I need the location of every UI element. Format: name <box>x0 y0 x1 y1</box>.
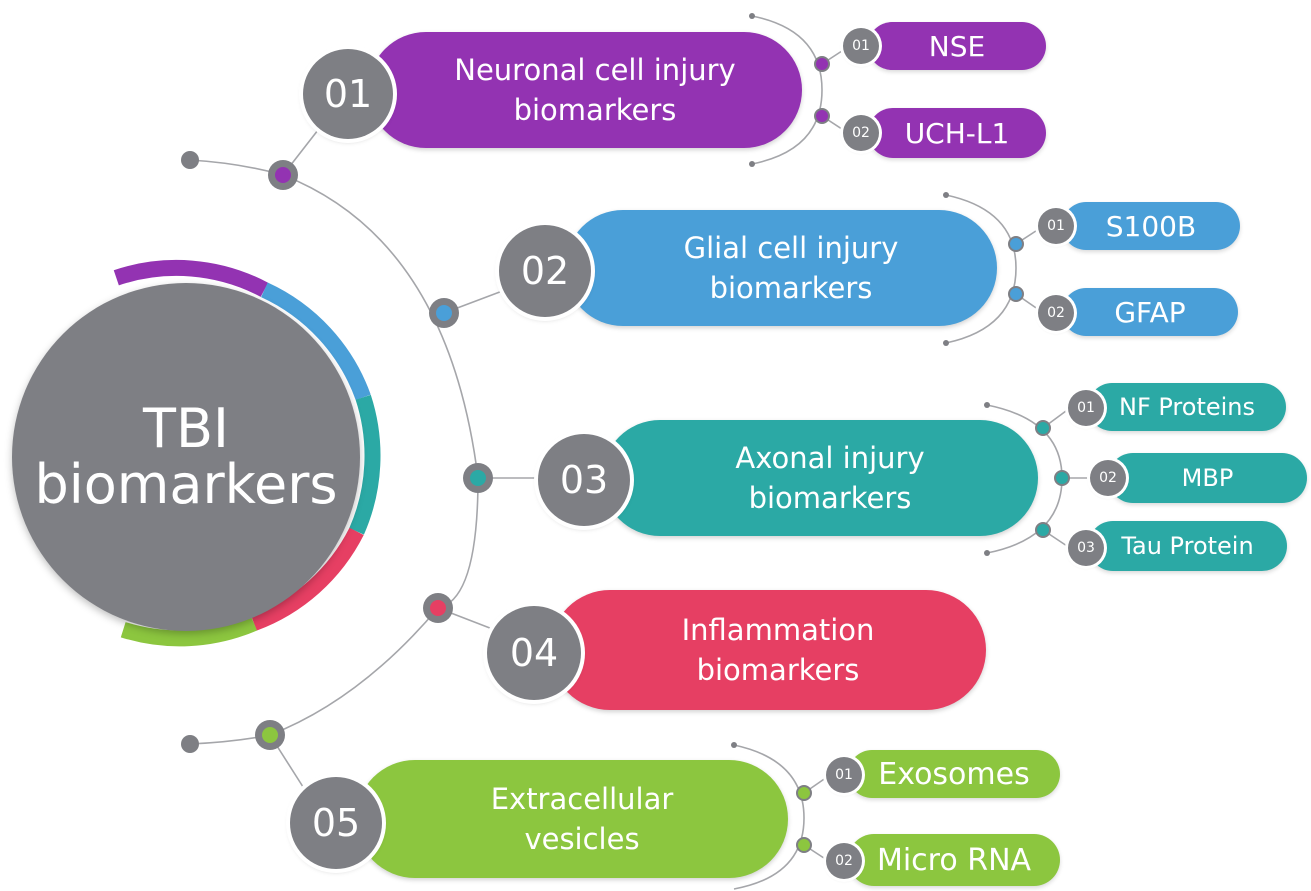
branch-04-number: 04 <box>487 606 581 700</box>
branch-05-item-02-label: Micro RNA <box>876 842 1032 878</box>
branch-03-label: Axonal injury biomarkers <box>735 441 925 515</box>
branch-03-item-01-label: NF Proteins <box>1118 393 1256 421</box>
arc-end-dot-bottom <box>181 735 199 753</box>
branch-01-number: 01 <box>303 49 393 139</box>
arc-nodes <box>255 160 493 750</box>
branch-01-item-01-label: NSE <box>928 29 986 63</box>
branch-05-number: 05 <box>290 777 382 869</box>
branch-02-item-01: S100B <box>1062 202 1240 250</box>
branch-01-item-02-label: UCH-L1 <box>904 116 1010 150</box>
arc-end-dot-top <box>181 151 199 169</box>
ring-segment-purple <box>113 259 269 297</box>
branch-02-label: Glial cell injury biomarkers <box>683 231 899 305</box>
sub-connector-nodes <box>796 56 1070 853</box>
branch-04-pill: Inflammation biomarkers <box>550 590 986 710</box>
branch-01-item-01-number: 01 <box>843 28 879 64</box>
branch-05-item-01: Exosomes <box>848 750 1060 798</box>
branch-02-item-01-number: 01 <box>1038 208 1074 244</box>
branch-03-item-01: NF Proteins <box>1088 383 1286 431</box>
branch-01-item-02: UCH-L1 <box>868 108 1046 158</box>
branch-02-item-02-label: GFAP <box>1114 295 1186 329</box>
branch-03-item-02-number: 02 <box>1090 460 1126 496</box>
center-circle: TBI biomarkers <box>12 283 360 631</box>
center-title-line1: TBI <box>143 397 229 460</box>
branch-03-item-03-number: 03 <box>1068 530 1104 566</box>
branch-02-pill: Glial cell injury biomarkers <box>565 210 997 326</box>
branch-03-item-02-label: MBP <box>1181 464 1234 492</box>
branch-05-item-02-number: 02 <box>826 843 862 879</box>
branch-02-number: 02 <box>499 225 591 317</box>
branch-03-item-02: MBP <box>1108 453 1307 503</box>
center-ring <box>113 259 381 647</box>
branch-01-item-01: NSE <box>868 22 1046 70</box>
branch-05-item-01-number: 01 <box>826 757 862 793</box>
branch-05-label: Extracellular vesicles <box>490 782 674 856</box>
branch-01-pill: Neuronal cell injury biomarkers <box>368 32 802 148</box>
branch-01-item-02-number: 02 <box>843 115 879 151</box>
ring-segment-red <box>251 527 364 631</box>
ring-segment-teal <box>349 394 381 535</box>
ring-segment-blue <box>261 282 371 401</box>
branch-03-pill: Axonal injury biomarkers <box>602 420 1038 536</box>
branch-05-item-01-label: Exosomes <box>878 756 1030 792</box>
sub-connector-ends <box>731 13 990 748</box>
branch-05-item-02: Micro RNA <box>848 834 1060 886</box>
branch-03-item-01-number: 01 <box>1068 390 1104 426</box>
branch-05-pill: Extracellular vesicles <box>356 760 788 878</box>
branch-02-item-02: GFAP <box>1062 288 1238 336</box>
branch-03-item-03-label: Tau Protein <box>1121 532 1254 560</box>
branch-02-item-02-number: 02 <box>1038 295 1074 331</box>
ring-segment-green <box>120 615 258 647</box>
branch-04-label: Inflammation biomarkers <box>681 613 875 687</box>
branch-03-item-03: Tau Protein <box>1088 521 1287 571</box>
branch-02-item-01-label: S100B <box>1105 209 1197 243</box>
branch-03-number: 03 <box>538 434 630 526</box>
branch-01-label: Neuronal cell injury biomarkers <box>454 53 736 127</box>
center-title-line2: biomarkers <box>34 453 338 516</box>
